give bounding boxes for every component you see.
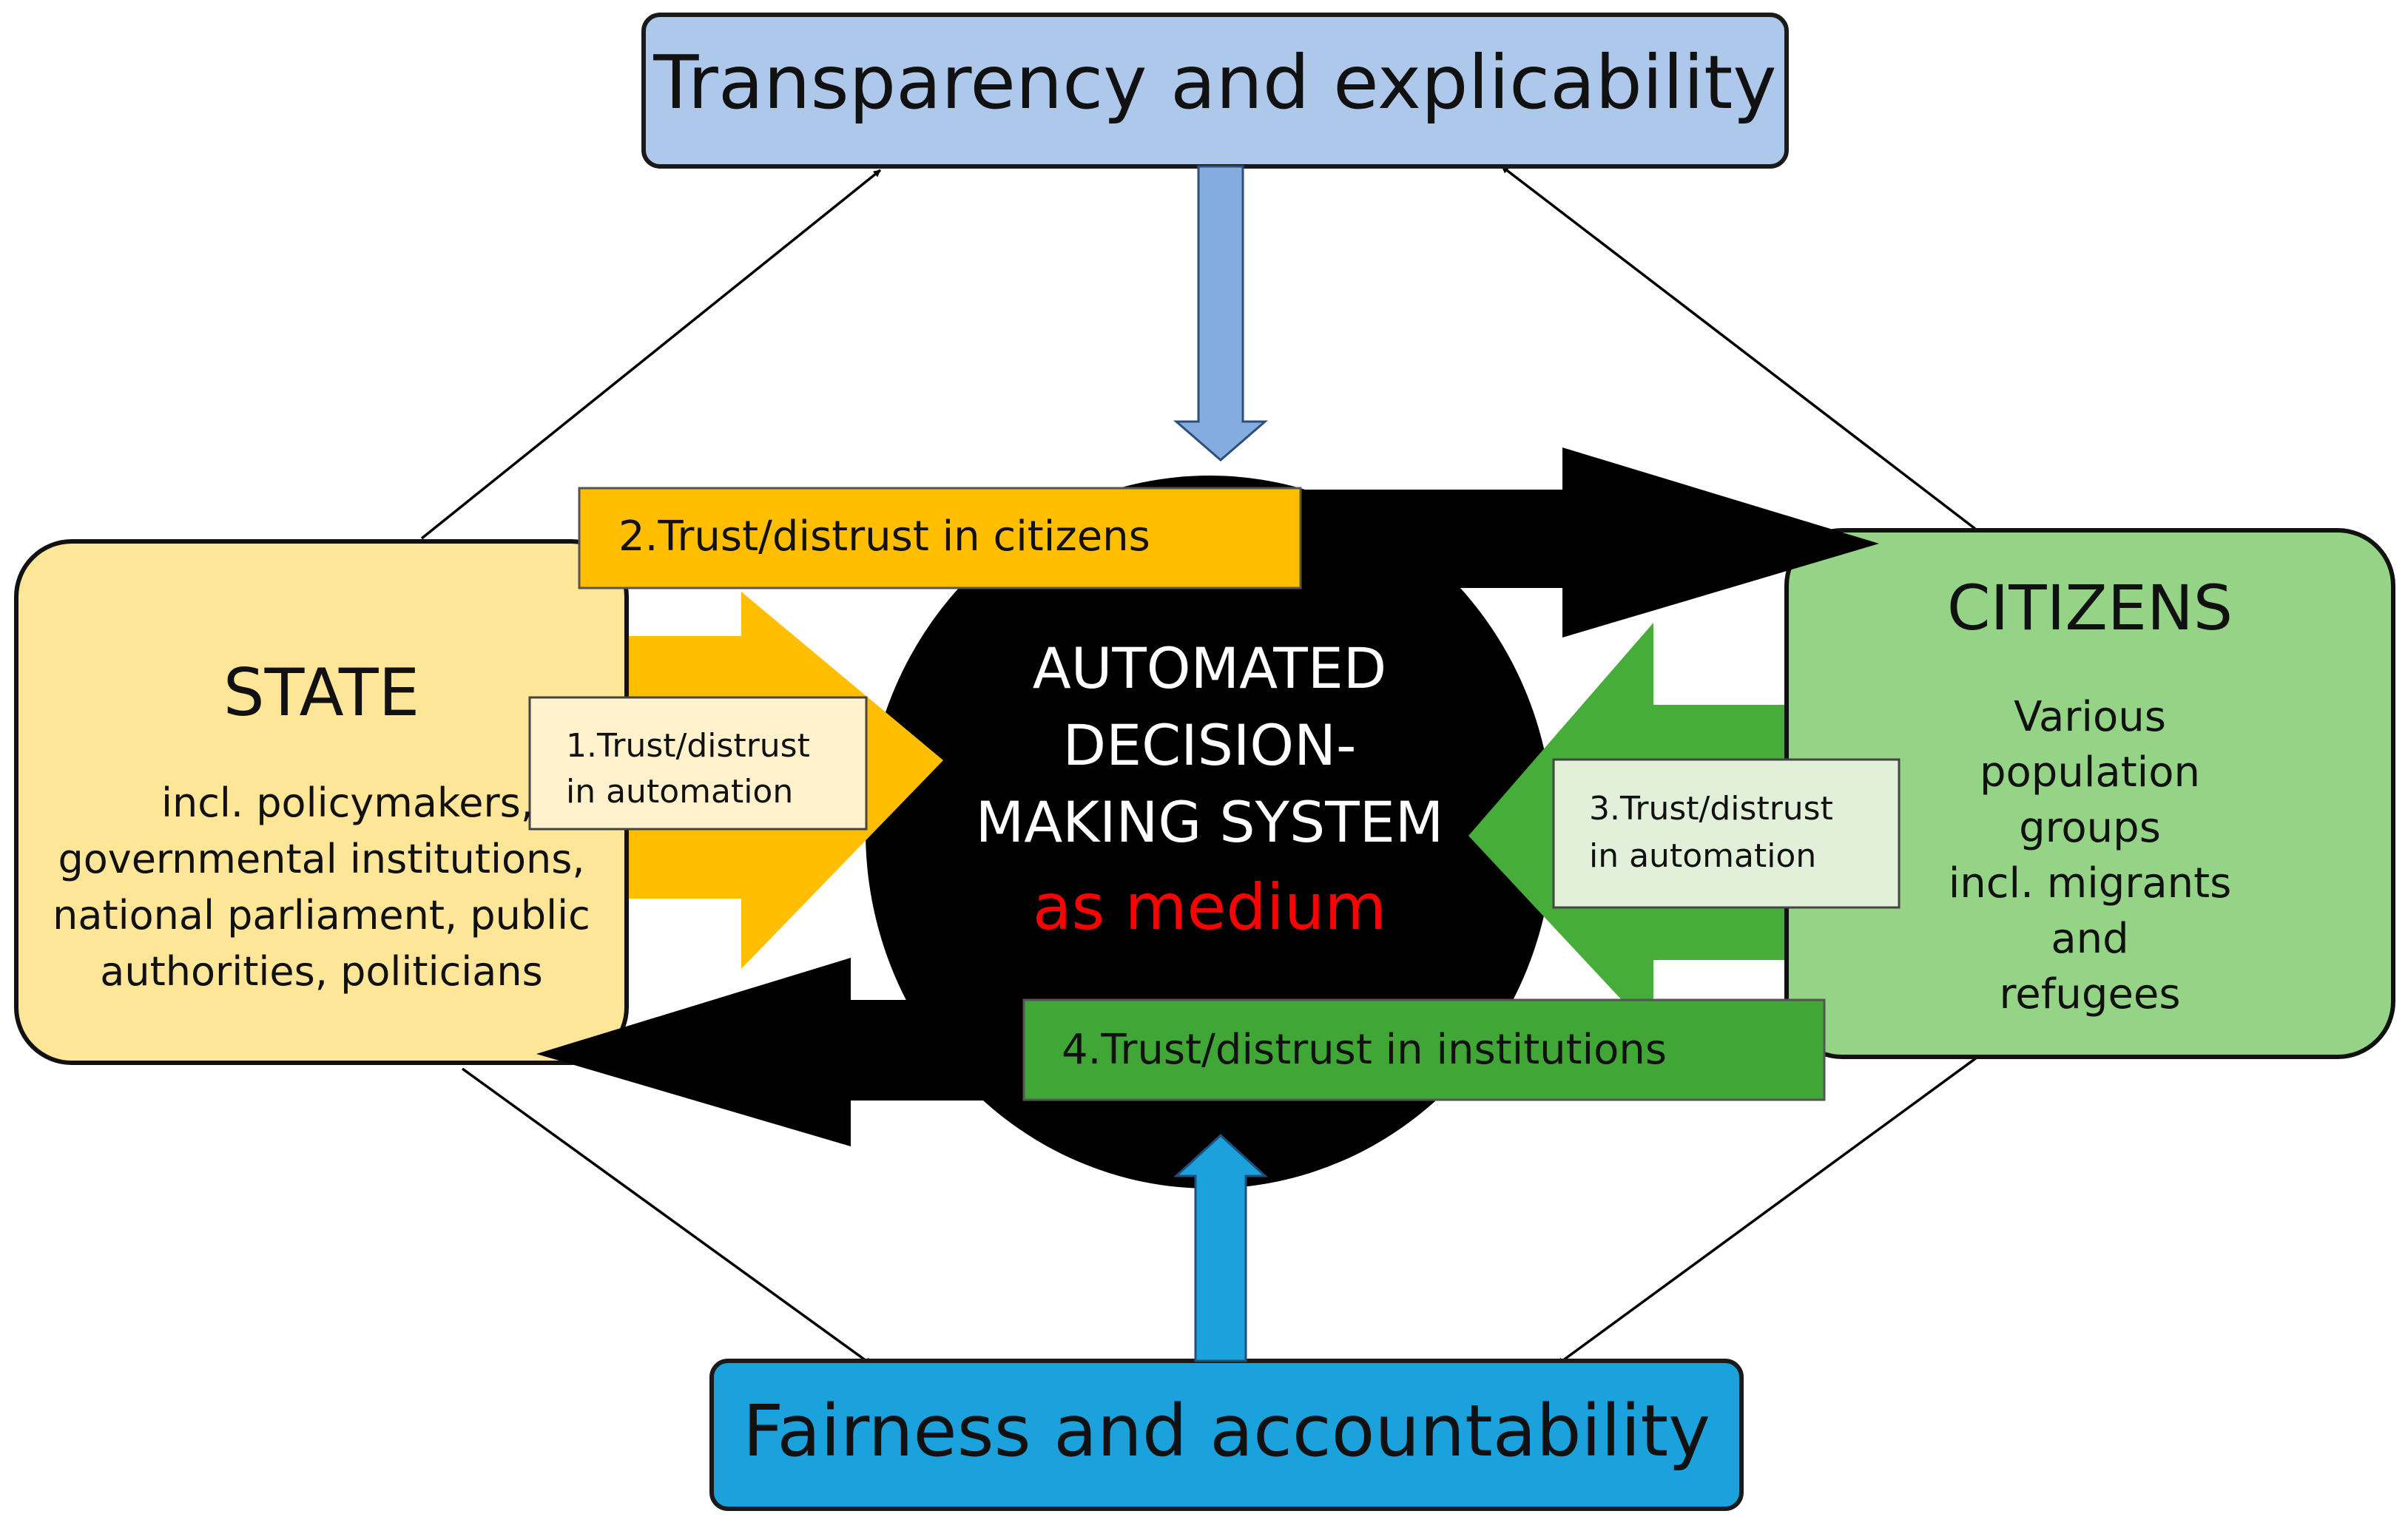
state-title: STATE xyxy=(223,655,420,731)
citizens-description-line: and xyxy=(2051,915,2129,963)
citizens-description: Various population groups incl. migrants… xyxy=(1787,689,2393,1022)
citizens-description-line: groups xyxy=(2019,804,2161,852)
fairness-up-arrow xyxy=(1173,1133,1268,1362)
citizens-trust-automation-box xyxy=(1552,758,1901,909)
system-title-line: MAKING SYSTEM xyxy=(975,789,1444,855)
state-trust-automation-label: 1.Trust/distrust in automation xyxy=(566,723,810,815)
state-trust-automation-line: 1.Trust/distrust xyxy=(566,727,810,765)
trust-in-citizens-box xyxy=(578,487,1302,589)
state-description-line: authorities, politicians xyxy=(100,948,543,995)
state-description-line: incl. policymakers, xyxy=(161,780,533,826)
trust-in-citizens-arrow xyxy=(1298,447,1879,638)
system-title: AUTOMATED DECISION- MAKING SYSTEM xyxy=(914,630,1505,861)
citizens-trust-automation-line: in automation xyxy=(1589,837,1817,875)
connector-citizens-to-fairness xyxy=(1556,1056,1978,1366)
state-trust-automation-box xyxy=(528,696,868,831)
connector-state-to-fairness xyxy=(461,1067,873,1366)
trust-in-institutions-box xyxy=(1022,998,1826,1101)
fairness-label: Fairness and accountability xyxy=(743,1390,1710,1473)
citizens-description-line: population xyxy=(1980,748,2200,797)
citizens-description-line: refugees xyxy=(1999,970,2181,1018)
citizens-title: CITIZENS xyxy=(1946,572,2233,644)
trust-in-citizens-label: 2.Trust/distrust in citizens xyxy=(618,513,1150,561)
state-description: incl. policymakers, governmental institu… xyxy=(16,775,627,1000)
system-subtitle: as medium xyxy=(1032,871,1387,944)
transparency-down-arrow xyxy=(1173,165,1269,462)
system-title-line: DECISION- xyxy=(1062,712,1357,778)
state-trust-automation-line: in automation xyxy=(566,773,794,811)
system-title-line: AUTOMATED xyxy=(1032,635,1387,701)
connector-citizens-to-transparency xyxy=(1500,165,1977,530)
citizens-trust-automation-label: 3.Trust/distrust in automation xyxy=(1589,785,1833,880)
trust-in-institutions-label: 4.Trust/distrust in institutions xyxy=(1062,1026,1667,1074)
citizens-trust-automation-line: 3.Trust/distrust xyxy=(1589,790,1833,828)
citizens-description-line: Various xyxy=(2014,693,2166,741)
transparency-label: Transparency and explicability xyxy=(653,39,1777,126)
state-description-line: governmental institutions, xyxy=(58,836,585,882)
state-description-line: national parliament, public xyxy=(53,892,590,939)
trust-in-institutions-arrow xyxy=(536,958,1025,1146)
citizens-description-line: incl. migrants xyxy=(1948,859,2232,907)
connector-state-to-transparency xyxy=(420,169,882,540)
